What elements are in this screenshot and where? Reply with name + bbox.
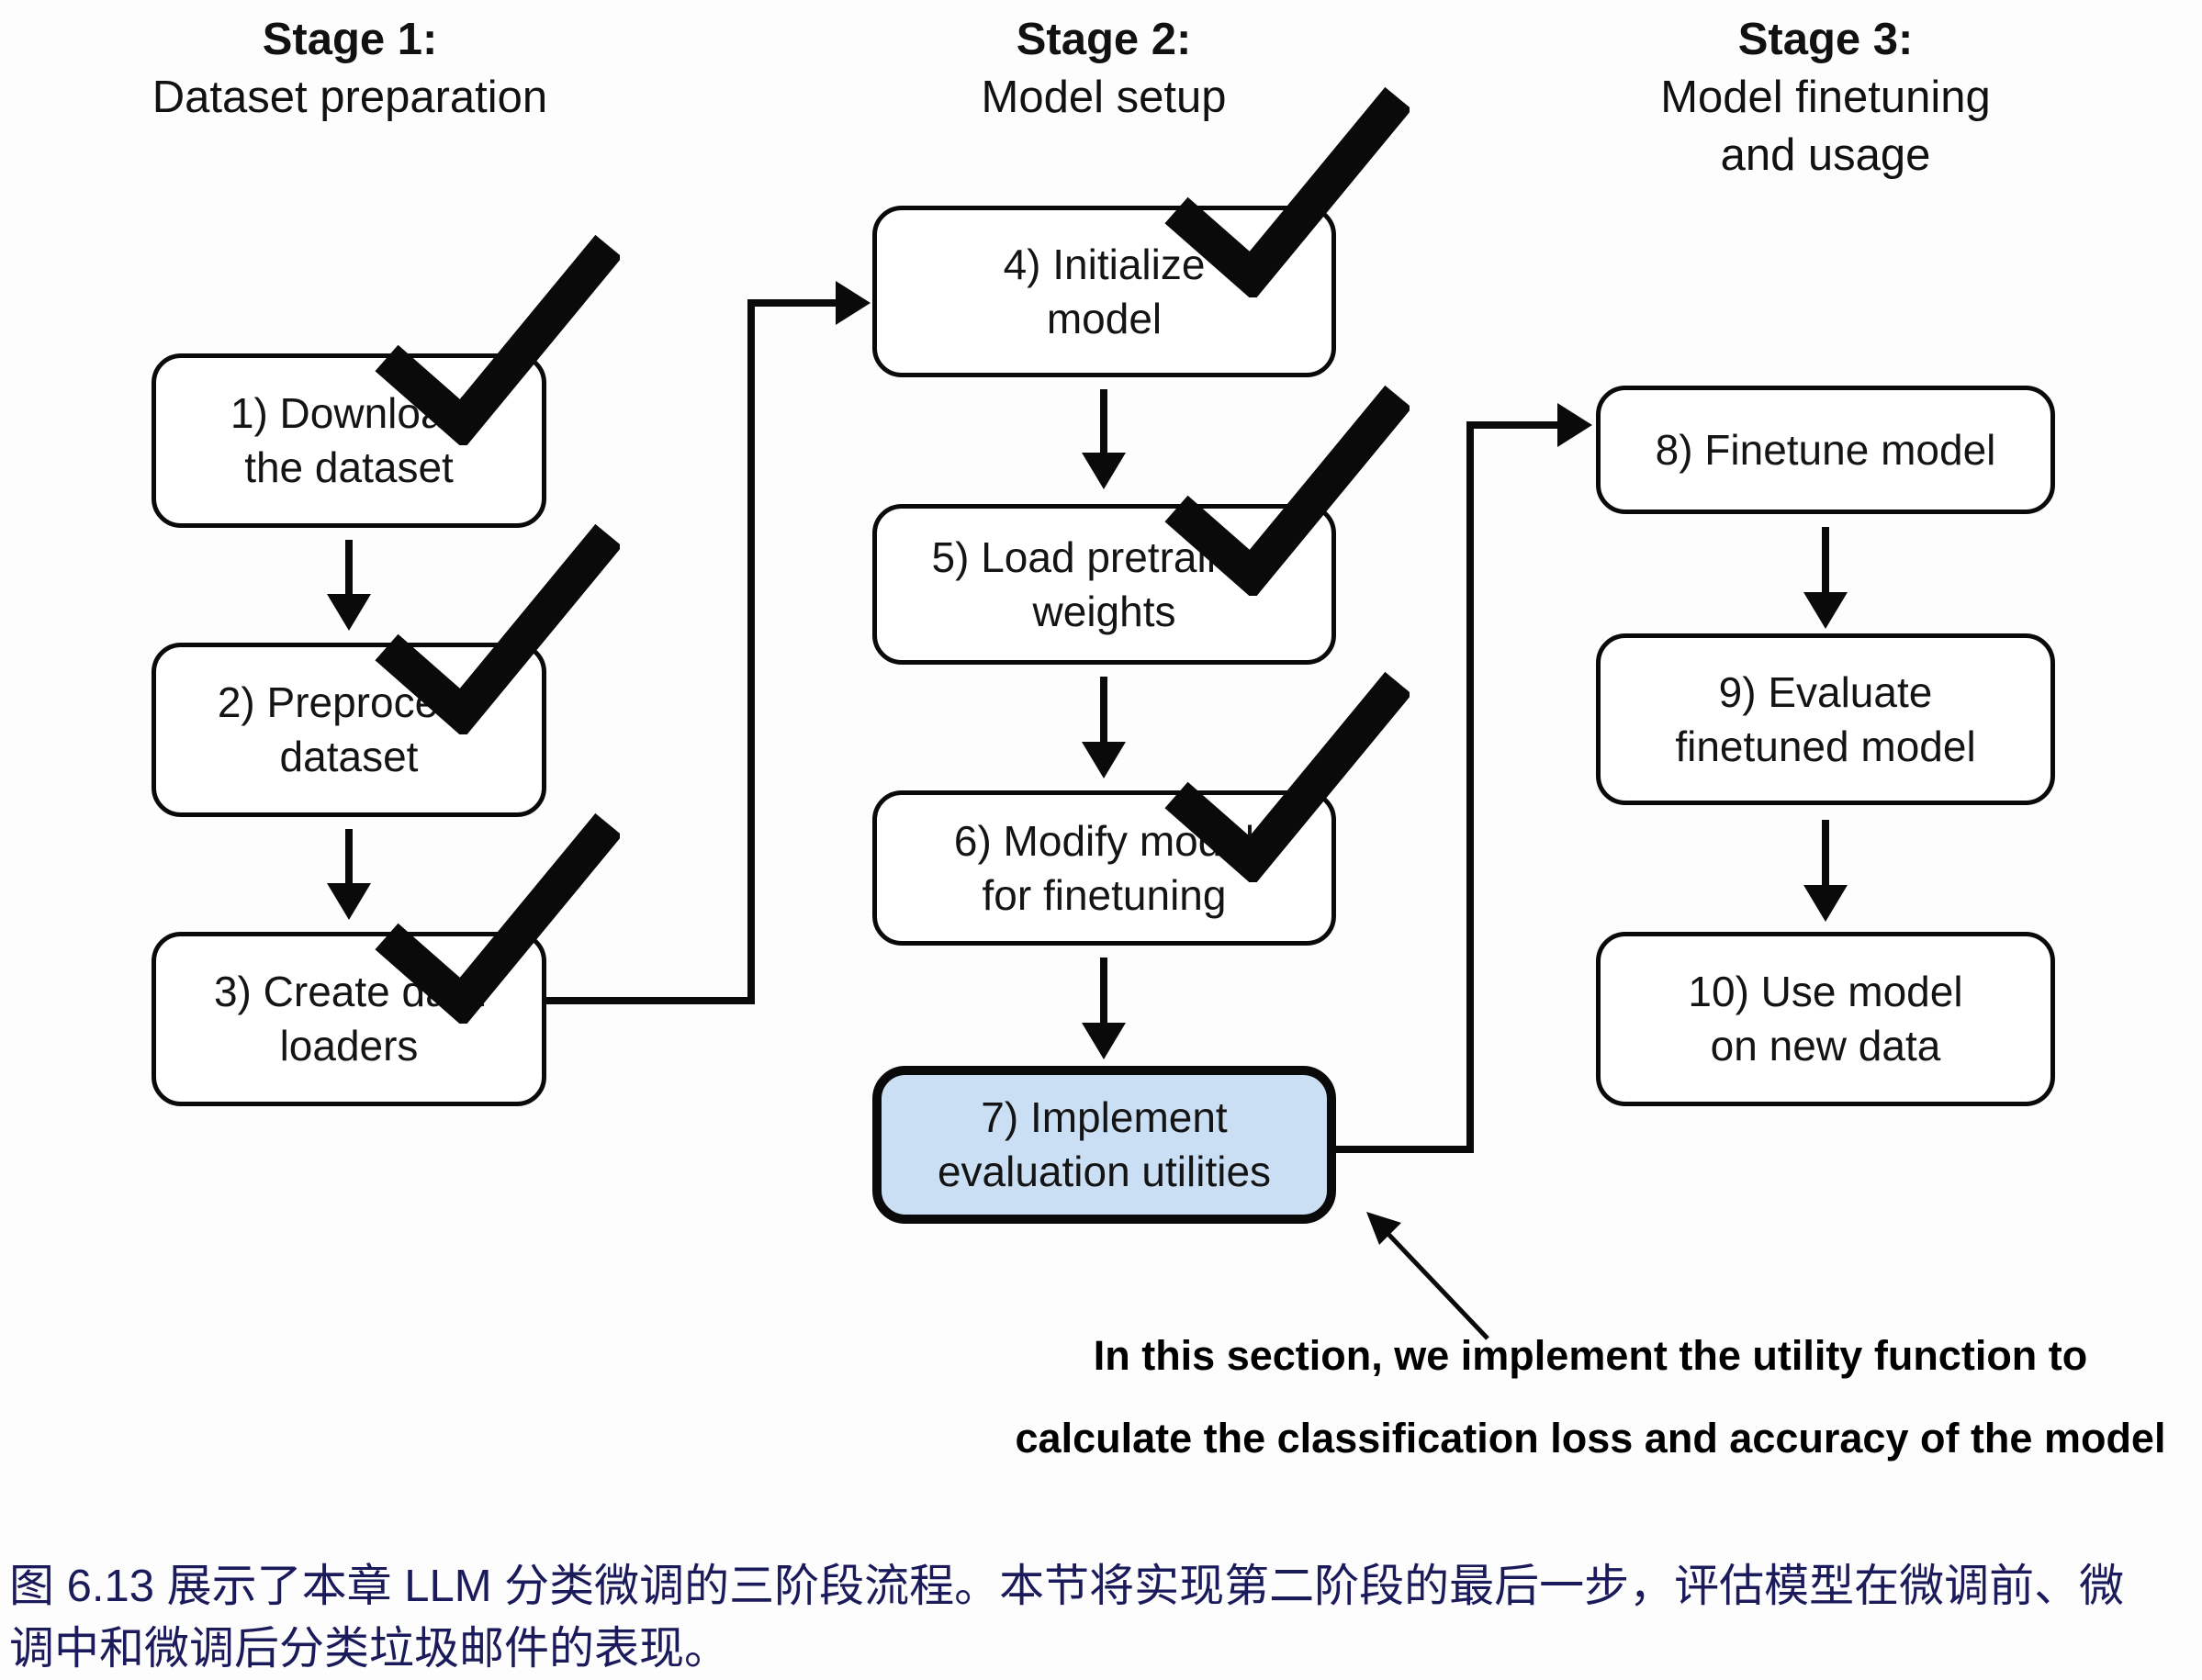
arrow-down-icon [1100,958,1107,1024]
stage3-header: Stage 3: Model finetuning and usage [1564,11,2087,185]
arrow-right-icon [836,281,871,325]
caption-line1: 图 6.13 展示了本章 LLM 分类微调的三阶段流程。本节将实现第二阶段的最后… [9,1562,2125,1611]
flow-box-8-finetune-model: 8) Finetune model [1596,386,2055,514]
connector-3-to-4-segment [546,997,754,1004]
connector-7-to-8-segment [1474,421,1559,429]
flow-box-2-preprocess-dataset: 2) Preprocess dataset [152,523,620,817]
connector-3-to-4-segment [755,299,837,307]
flow-box-10-use-model-on-new-data: 10) Use model on new data [1596,932,2055,1106]
stage2-title: Stage 2: [1016,15,1192,64]
connector-3-to-4-segment [747,299,755,1004]
stage1-title: Stage 1: [262,15,438,64]
flow-box-7-implement-evaluation-utilities: 7) Implement evaluation utilities [872,1066,1336,1224]
box3-label-line1: 3) Create data [213,968,485,1015]
box5-label-line2: weights [1032,587,1176,635]
annotation-arrow-icon [1366,1212,1489,1340]
flow-box-1-download-dataset: 1) Download the dataset [152,234,620,528]
stage3-title: Stage 3: [1737,15,1914,64]
flow-box-9-evaluate-finetuned-model: 9) Evaluate finetuned model [1596,633,2055,805]
stage1-subtitle: Dataset preparation [152,73,548,122]
annotation-text: In this section, we implement the utilit… [946,1315,2202,1480]
stage3-subtitle-line2: and usage [1720,130,1931,180]
arrow-down-icon [1822,527,1829,593]
arrow-down-icon [1100,677,1107,743]
annotation-line2: calculate the classification loss and ac… [1015,1415,2166,1462]
arrow-down-icon [345,540,353,595]
box2-label-line2: dataset [279,733,419,780]
box3-label-line2: loaders [279,1022,419,1070]
arrow-down-icon [1822,820,1829,886]
box7-label-line2: evaluation utilities [937,1148,1272,1195]
caption-line2: 调中和微调后分类垃圾邮件的表现。 [9,1624,730,1674]
flow-box-3-create-data-loaders: 3) Create data loaders [152,812,620,1106]
stage2-header: Stage 2: Model setup [842,11,1365,127]
box1-label-line1: 1) Download [230,389,468,437]
connector-7-to-8-segment [1466,421,1474,1153]
box6-label-line1: 6) Modify model [953,816,1255,865]
box10-label-line2: on new data [1710,1022,1941,1070]
arrow-down-icon [345,829,353,884]
arrow-down-icon [1100,389,1107,454]
flow-box-4-initialize-model: 4) Initialize model [872,86,1410,377]
stage2-subtitle: Model setup [981,73,1227,122]
box6-label-line2: for finetuning [982,870,1227,919]
arrow-right-icon [1557,403,1592,447]
box1-label-line2: the dataset [244,443,454,491]
box9-label-line1: 9) Evaluate [1718,667,1933,716]
connector-7-to-8-segment [1336,1146,1474,1153]
box7-label-line1: 7) Implement [981,1093,1228,1141]
stage3-subtitle-line1: Model finetuning [1660,73,1991,122]
box8-label-line1: 8) Finetune model [1655,425,1996,474]
flow-box-6-modify-model-for-finetuning: 6) Modify model for finetuning [872,671,1410,946]
annotation-line1: In this section, we implement the utilit… [1093,1332,2088,1379]
figure-caption: 图 6.13 展示了本章 LLM 分类微调的三阶段流程。本节将实现第二阶段的最后… [9,1555,2196,1680]
box9-label-line2: finetuned model [1675,722,1976,770]
box2-label-line1: 2) Preprocess [217,678,481,726]
box4-label-line2: model [1046,294,1163,342]
box5-label-line1: 5) Load pretrained [931,532,1277,581]
box10-label-line1: 10) Use model [1688,968,1963,1015]
flow-box-5-load-pretrained-weights: 5) Load pretrained weights [872,385,1410,665]
box4-label-line1: 4) Initialize [1003,240,1206,288]
stage1-header: Stage 1: Dataset preparation [88,11,612,127]
